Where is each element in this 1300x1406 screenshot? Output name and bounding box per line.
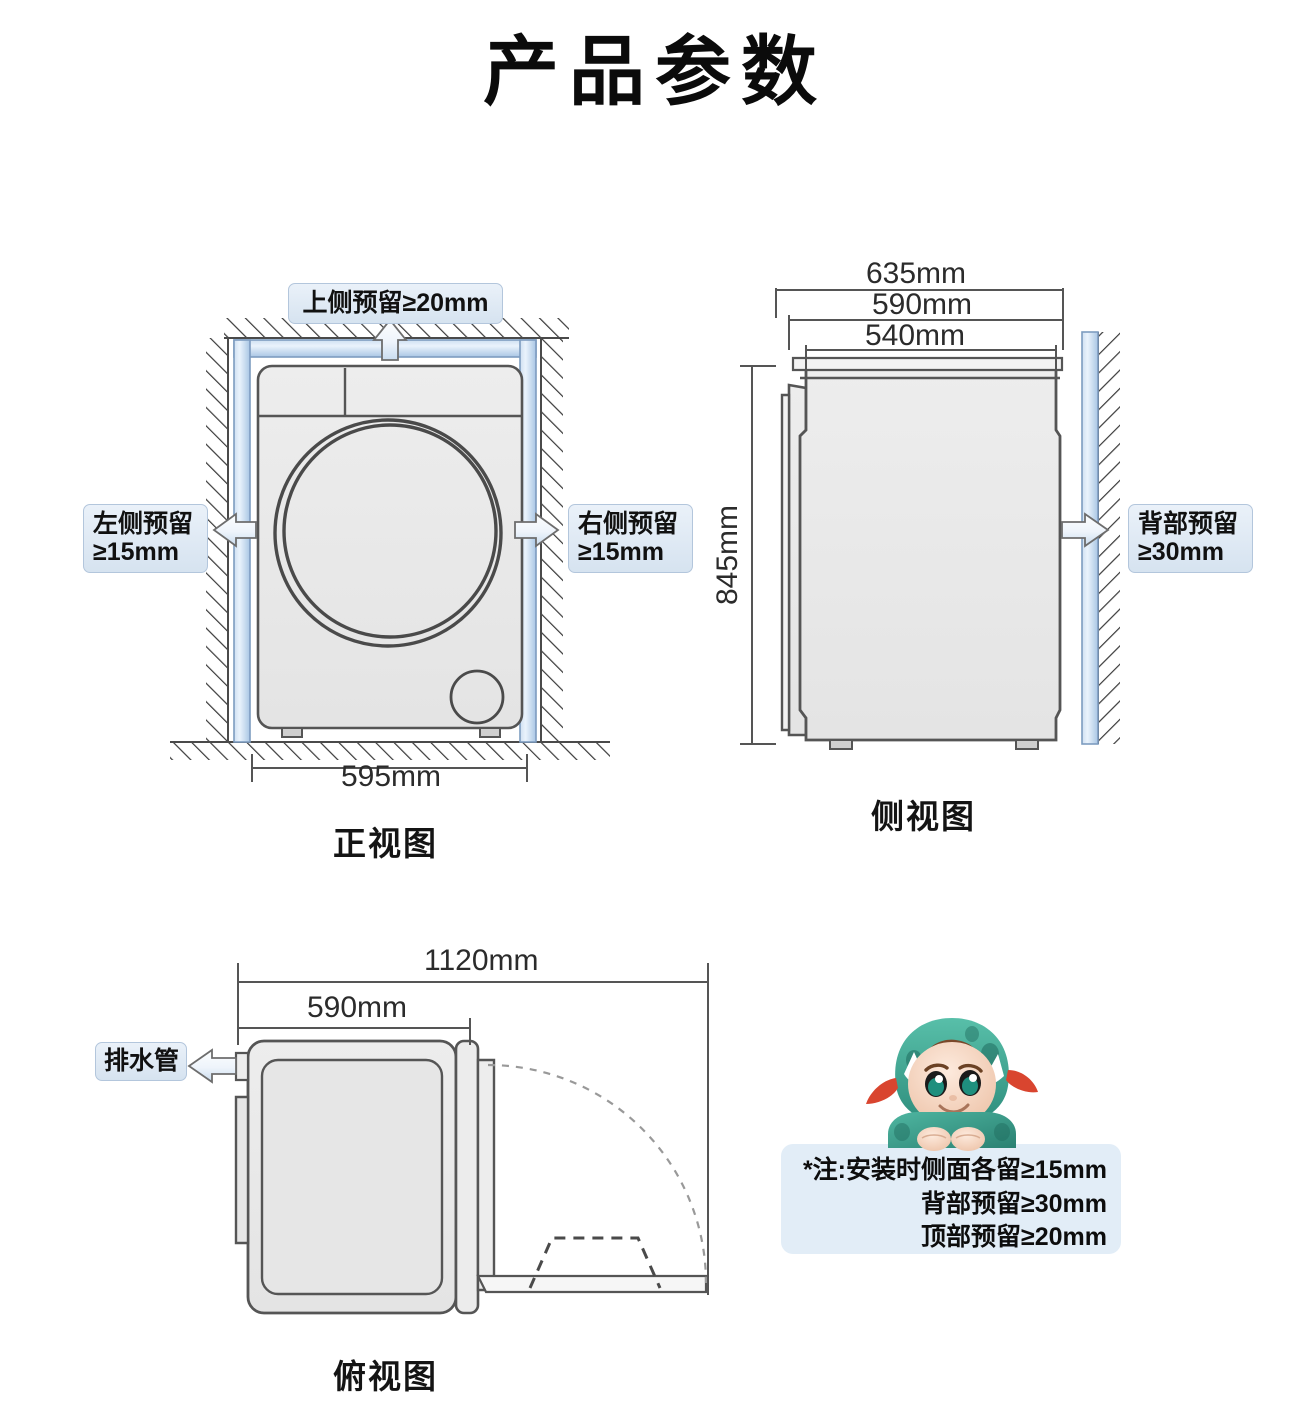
side-depth-mid-dimension-text: 590mm: [872, 288, 973, 321]
installation-note-box: *注:安装时侧面各留≥15mm 背部预留≥30mm 顶部预留≥20mm: [781, 1144, 1121, 1254]
top-width-dimension-text: 590mm: [307, 991, 408, 1024]
top-door-handle-dashed: [528, 1236, 662, 1289]
side-height-dimension-text: 845mm: [711, 504, 745, 606]
top-door-open-depth-dimension-text: 1120mm: [424, 944, 539, 977]
front-floor-hatch: [170, 741, 610, 760]
side-depth-body-dimension-text: 540mm: [865, 319, 966, 352]
page-title: 产品参数: [483, 30, 827, 115]
side-depth-total-dimension-text: 635mm: [866, 257, 967, 290]
top-view-label: 俯视图: [333, 1358, 438, 1395]
front-left-clearance-label: 左侧预留 ≥15mm: [83, 504, 208, 573]
front-width-dimension-text: 595mm: [341, 760, 442, 793]
front-left-wall-hatch: [206, 338, 229, 742]
side-depth-mid-dimension: [788, 315, 1064, 350]
mascot-character: [866, 1018, 1038, 1151]
front-washer-body: [256, 364, 524, 738]
side-wall-hatch: [1097, 332, 1120, 744]
side-back-clearance-label: 背部预留 ≥30mm: [1128, 504, 1253, 573]
top-drain-label: 排水管: [95, 1042, 187, 1081]
side-depth-total-dimension: [775, 288, 1064, 318]
top-width-dimension: [237, 1000, 471, 1045]
top-door-swing-arc: [487, 1063, 708, 1284]
side-depth-body-dimension: [805, 345, 1057, 372]
side-view-label: 侧视图: [871, 798, 976, 835]
top-drain-arrow: [187, 1048, 237, 1084]
front-left-clearance-arrow: [212, 512, 257, 548]
front-top-clearance-arrow: [372, 318, 408, 361]
front-view-label: 正视图: [333, 825, 438, 862]
front-right-clearance-arrow: [514, 512, 560, 548]
front-width-dimension: [251, 754, 528, 782]
front-right-clearance-label: 右侧预留 ≥15mm: [568, 504, 693, 573]
top-washer-body: [234, 1039, 708, 1315]
side-washer-body: [780, 356, 1064, 750]
front-top-clearance-label: 上侧预留≥20mm: [288, 283, 503, 324]
side-height-dimension: [740, 365, 776, 745]
side-back-clearance-arrow: [1061, 512, 1110, 548]
